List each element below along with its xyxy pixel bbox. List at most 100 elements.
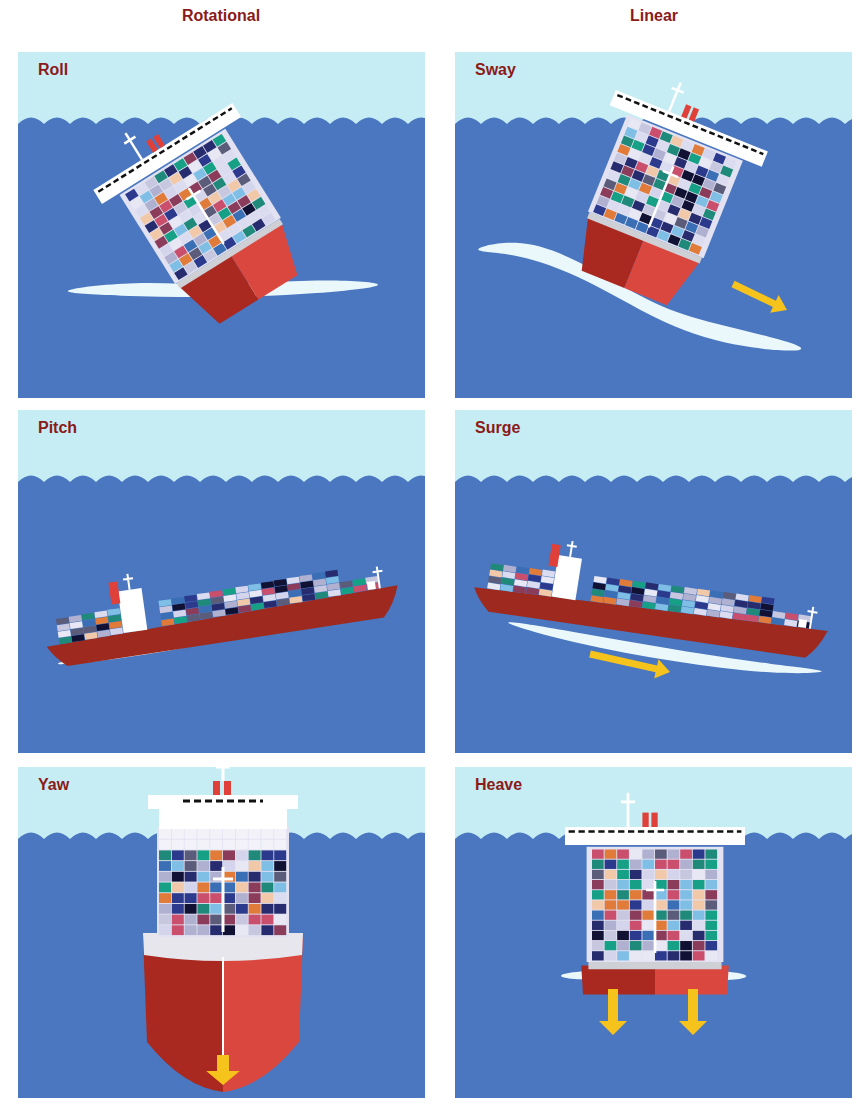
container (516, 566, 529, 574)
container (760, 603, 773, 611)
container (603, 597, 616, 605)
mast-cross (641, 163, 681, 230)
container (772, 611, 785, 619)
container (58, 630, 71, 638)
container (696, 595, 709, 603)
mast (216, 767, 230, 781)
bow-house (367, 581, 376, 590)
container (236, 915, 248, 925)
container (528, 574, 541, 582)
container (592, 911, 604, 920)
bridge-wing (565, 827, 745, 845)
motion-arrow (679, 989, 707, 1035)
container (784, 619, 797, 627)
container (172, 893, 184, 903)
container (732, 613, 745, 621)
container (758, 616, 771, 624)
container (668, 234, 681, 246)
container (83, 626, 96, 634)
container (670, 592, 683, 600)
ship-roll (77, 77, 328, 343)
motion-panel: Yaw (18, 767, 425, 1098)
container (693, 931, 705, 940)
container (198, 599, 211, 607)
bow-house (798, 619, 807, 628)
container (185, 829, 197, 839)
mast (621, 793, 635, 827)
sea (455, 476, 852, 754)
container (59, 636, 72, 644)
container (693, 880, 705, 889)
panel-illustration (455, 52, 852, 398)
container (223, 883, 235, 893)
panel-title: Roll (38, 61, 68, 79)
container (159, 904, 171, 914)
container (605, 941, 617, 950)
panel-title: Pitch (38, 419, 77, 437)
container (261, 840, 273, 850)
container (605, 890, 617, 899)
container (159, 840, 171, 850)
container (680, 931, 692, 940)
container (514, 579, 527, 587)
container (693, 850, 705, 859)
container (642, 602, 655, 610)
container (529, 568, 542, 576)
container (592, 900, 604, 909)
container (261, 915, 273, 925)
container (261, 925, 273, 935)
container (604, 590, 617, 598)
container (705, 850, 717, 859)
container (274, 850, 286, 860)
container-stack-frame (157, 827, 289, 937)
container (97, 630, 110, 638)
container (616, 598, 629, 606)
container (593, 576, 606, 584)
container (274, 883, 286, 893)
motion-panel: Pitch (18, 410, 425, 753)
container (249, 590, 262, 598)
container (159, 925, 171, 935)
funnel (642, 813, 648, 827)
container (340, 580, 353, 588)
container (223, 829, 235, 839)
container (223, 861, 235, 871)
container (236, 850, 248, 860)
container (642, 911, 654, 920)
container (723, 592, 736, 600)
sea (18, 833, 425, 1099)
container (159, 606, 172, 614)
container (262, 588, 275, 596)
container (642, 931, 654, 940)
container (197, 872, 209, 882)
container (668, 850, 680, 859)
container (705, 890, 717, 899)
container (274, 829, 286, 839)
container (95, 617, 108, 625)
sea (455, 833, 852, 1099)
container (592, 941, 604, 950)
funnel (681, 104, 691, 118)
container (274, 579, 287, 587)
container (655, 941, 667, 950)
container (225, 607, 238, 615)
container (632, 581, 645, 589)
container (668, 941, 680, 950)
container (540, 582, 553, 590)
hull-port (581, 966, 655, 995)
container (56, 617, 69, 625)
container (680, 921, 692, 930)
container (617, 592, 630, 600)
container (275, 585, 288, 593)
container (642, 890, 654, 899)
container (642, 860, 654, 869)
panel-illustration (455, 410, 852, 753)
container (159, 829, 171, 839)
motion-panel: Heave (455, 767, 852, 1098)
container (592, 931, 604, 940)
container (630, 594, 643, 602)
container (759, 609, 772, 617)
container (705, 921, 717, 930)
container (642, 880, 654, 889)
container (678, 239, 691, 251)
